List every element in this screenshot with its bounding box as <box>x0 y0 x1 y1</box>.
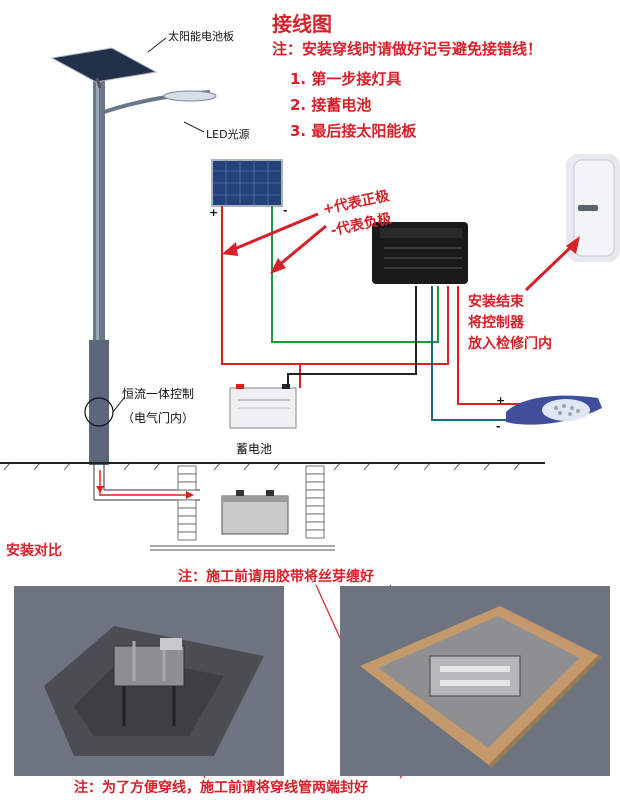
lamp-negative-wire <box>431 286 520 421</box>
end-note-line-1: 安装结束 <box>468 294 524 310</box>
led-source-label: LED光源 <box>206 128 250 141</box>
conduit-wire <box>99 470 190 496</box>
diagram-title: 接线图 <box>272 12 332 36</box>
foundation-photo-left <box>14 586 284 776</box>
lamp-plus-sign: + <box>496 394 506 407</box>
polarity-arrows <box>222 212 327 274</box>
step-2: 2. 接蓄电池 <box>290 96 372 114</box>
lamp-positive-wire <box>457 286 520 405</box>
pole-solar-panel <box>50 47 158 83</box>
controller-label: 恒流一体控制 <box>122 387 195 401</box>
controller-location-label: （电气门内） <box>122 411 195 425</box>
ground-hatch <box>3 462 521 471</box>
end-note-line-3: 放入检修门内 <box>468 336 552 352</box>
solar-minus-sign: - <box>283 204 288 217</box>
battery-positive-wire <box>300 286 449 365</box>
step-1: 1. 第一步接灯具 <box>290 70 402 88</box>
comparison-label: 安装对比 <box>6 543 62 559</box>
battery-label: 蓄电池 <box>236 442 273 456</box>
solar-positive-wire <box>221 206 301 388</box>
lamp-minus-sign: - <box>496 420 501 433</box>
solar-plus-sign: + <box>209 206 219 219</box>
lamp-head <box>163 90 217 102</box>
solar-negative-wire <box>271 206 439 343</box>
photo-note-top: 注：施工前请用胶带将丝芽缠好 <box>178 569 374 585</box>
step-3: 3. 最后接太阳能板 <box>290 122 417 140</box>
pole-base <box>89 340 109 465</box>
solar-panel-label: 太阳能电池板 <box>168 30 234 43</box>
photo-note-bottom: 注：为了方便穿线，施工前请将穿线管两端封好 <box>74 780 368 796</box>
battery-negative-wire <box>287 286 417 388</box>
led-lamp-icon <box>506 395 602 425</box>
brick-pit <box>177 465 325 541</box>
inset-arrow <box>524 242 576 292</box>
wiring-note: 注：安装穿线时请做好记号避免接错线！ <box>272 40 543 58</box>
pole-door-inset <box>566 154 620 262</box>
buried-battery <box>221 495 289 535</box>
end-note-line-2: 将控制器 <box>468 315 524 331</box>
foundation-photo-right <box>340 586 610 776</box>
